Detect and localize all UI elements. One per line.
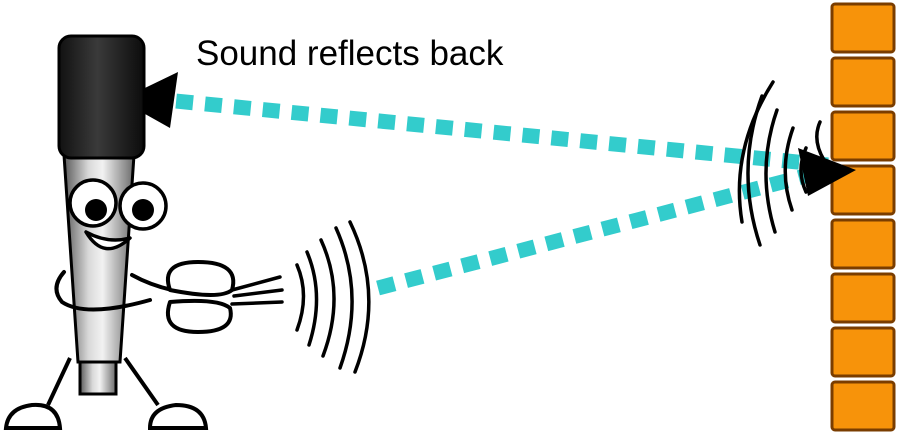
caption: Sound reflects back xyxy=(196,34,504,73)
brick-wall xyxy=(830,2,896,432)
wall-brick xyxy=(830,56,896,108)
arrowhead-at-wall xyxy=(798,148,856,196)
wall-brick xyxy=(830,110,896,162)
right-foot xyxy=(147,402,209,430)
sound-beams xyxy=(164,92,830,296)
smile xyxy=(84,230,132,251)
wall-brick xyxy=(830,272,896,324)
microphone-character xyxy=(3,34,284,430)
wall-brick xyxy=(830,218,896,270)
incoming-beam xyxy=(376,162,830,296)
mic-head xyxy=(57,34,146,160)
wall-brick xyxy=(830,380,896,432)
reflected-beam xyxy=(164,92,829,173)
reflected-sound-waves xyxy=(737,80,826,247)
wall-brick xyxy=(830,2,896,54)
outgoing-sound-waves xyxy=(295,220,371,374)
hand-clap xyxy=(166,260,284,334)
eyes xyxy=(68,178,168,231)
left-arm xyxy=(54,270,152,312)
arrowhead-at-mic xyxy=(120,72,178,128)
right-arm xyxy=(130,273,174,292)
left-foot xyxy=(3,402,63,430)
wall-brick xyxy=(830,326,896,378)
wall-brick xyxy=(830,164,896,216)
